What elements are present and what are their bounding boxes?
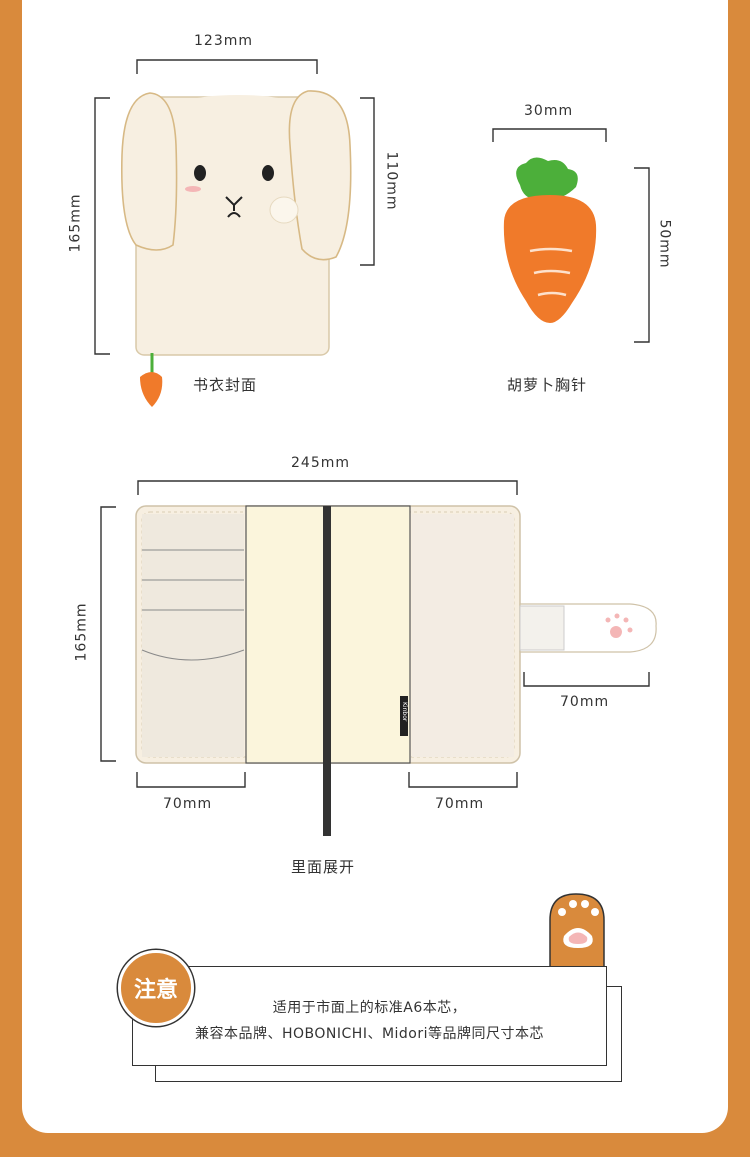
inner-width-label: 245mm bbox=[291, 455, 350, 471]
inner-height-label: 165mm bbox=[73, 602, 90, 662]
brooch-caption: 胡萝卜胸针 bbox=[507, 376, 588, 394]
brooch-height-label: 50mm bbox=[656, 219, 673, 269]
brand-tag: Kinbor bbox=[401, 702, 408, 722]
left-panel-label: 70mm bbox=[163, 796, 213, 812]
notice-box: 适用于市面上的标准A6本芯， 兼容本品牌、HOBONICHI、Midori等品牌… bbox=[132, 966, 607, 1066]
inner-caption: 里面展开 bbox=[291, 858, 356, 876]
notice-line-2: 兼容本品牌、HOBONICHI、Midori等品牌同尺寸本芯 bbox=[194, 1026, 545, 1042]
cat-paw-icon bbox=[549, 893, 605, 969]
cover-width-label: 123mm bbox=[194, 33, 253, 49]
cover-caption: 书衣封面 bbox=[193, 376, 258, 394]
cover-head-label: 110mm bbox=[383, 151, 400, 211]
notice-line-1: 适用于市面上的标准A6本芯， bbox=[272, 1000, 467, 1016]
carrot-brooch-illustration bbox=[503, 157, 597, 323]
inner-spread-illustration bbox=[135, 505, 657, 836]
notice-badge: 注意 bbox=[118, 950, 194, 1026]
brooch-width-label: 30mm bbox=[524, 103, 574, 119]
tab-label: 70mm bbox=[560, 694, 610, 710]
right-panel-label: 70mm bbox=[435, 796, 485, 812]
cover-height-label: 165mm bbox=[67, 193, 84, 253]
bunny-cover-illustration bbox=[120, 90, 352, 407]
